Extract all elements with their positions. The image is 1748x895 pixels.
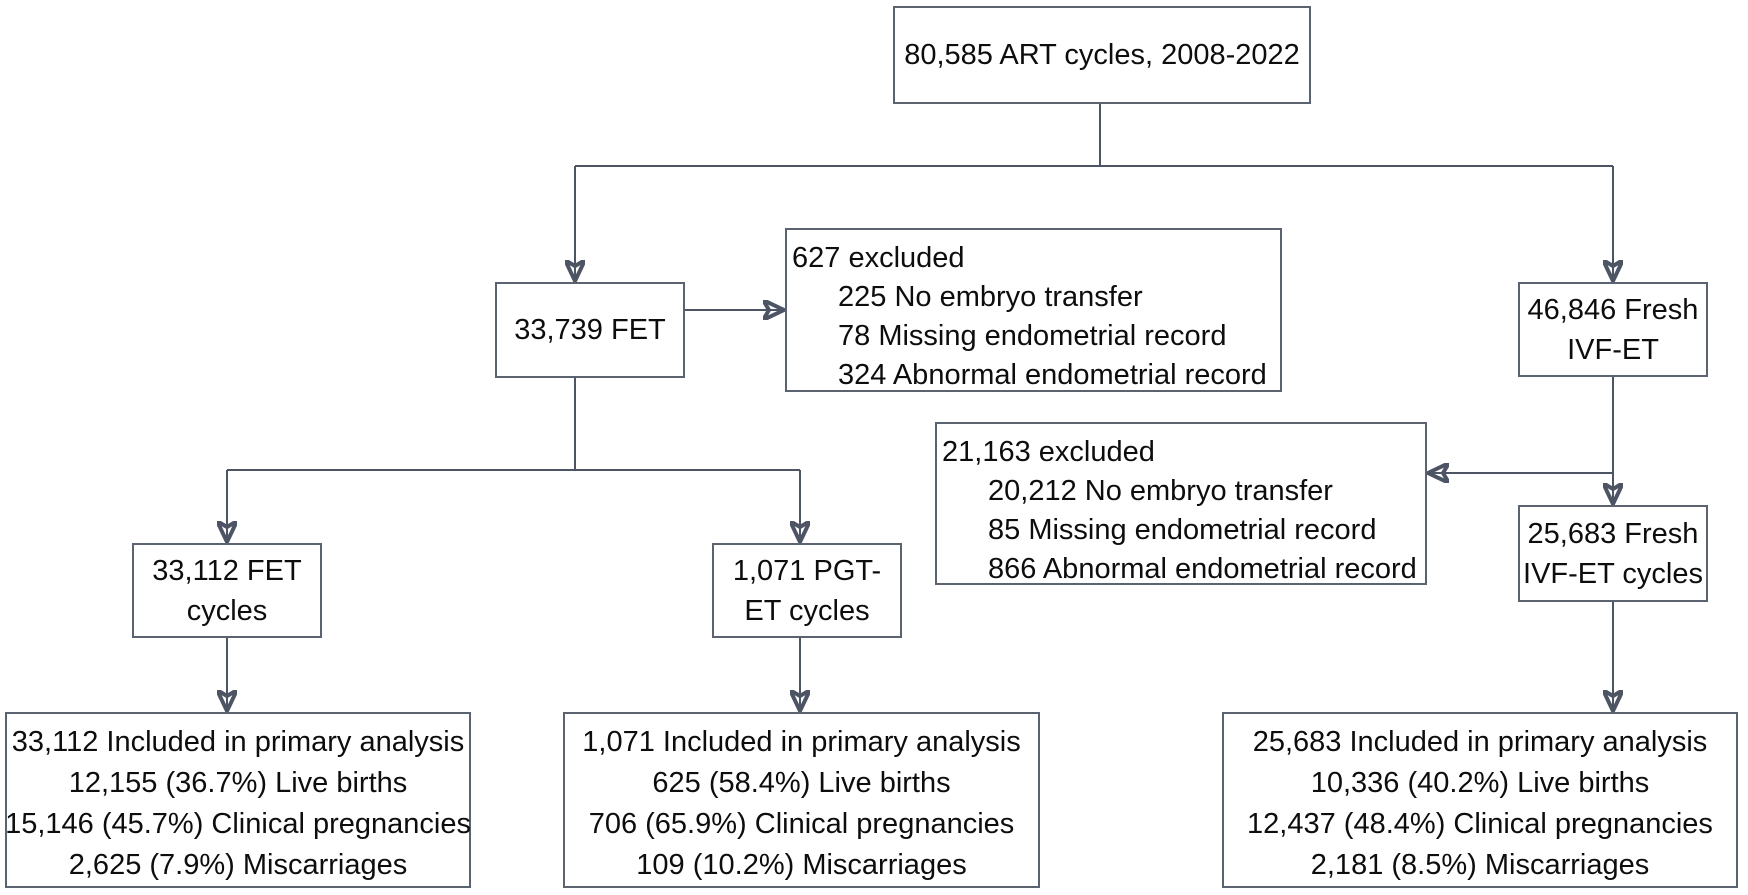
excluded-reason: 20,212 No embryo transfer (988, 475, 1333, 507)
node-label: 1,071 PGT- (732, 554, 882, 587)
node-label: 33,112 FET (152, 554, 302, 587)
excluded-total: 627 excluded (792, 242, 965, 274)
excluded-reason: 78 Missing endometrial record (838, 320, 1227, 352)
node-result-fresh: 25,683 Included in primary analysis 10,3… (1222, 712, 1738, 888)
node-art-cycles-total: 80,585 ART cycles, 2008-2022 (893, 6, 1311, 104)
result-live-births: 625 (58.4%) Live births (652, 767, 951, 799)
excluded-reason: 85 Missing endometrial record (988, 514, 1377, 546)
excluded-reason: 866 Abnormal endometrial record (988, 553, 1417, 585)
node-fresh-ivf-et-cycles: 25,683 Fresh IVF-ET cycles (1518, 505, 1708, 602)
node-label: 25,683 Fresh (1527, 517, 1699, 550)
result-included: 1,071 Included in primary analysis (582, 726, 1021, 758)
result-miscarriages: 109 (10.2%) Miscarriages (636, 849, 967, 881)
node-label: 46,846 Fresh (1527, 293, 1699, 326)
node-label: IVF-ET (1567, 333, 1659, 366)
node-label: 80,585 ART cycles, 2008-2022 (904, 39, 1300, 71)
result-live-births: 12,155 (36.7%) Live births (68, 767, 408, 799)
node-label: ET cycles (744, 594, 870, 627)
node-result-fet: 33,112 Included in primary analysis 12,1… (5, 712, 471, 888)
result-miscarriages: 2,625 (7.9%) Miscarriages (68, 849, 408, 881)
node-label: cycles (186, 594, 268, 627)
node-fresh-excluded: 21,163 excluded 20,212 No embryo transfe… (935, 422, 1427, 585)
node-label: IVF-ET cycles (1523, 557, 1703, 590)
result-included: 33,112 Included in primary analysis (11, 726, 465, 758)
node-fet: 33,739 FET (495, 282, 685, 378)
node-pgt-et-cycles: 1,071 PGT- ET cycles (712, 543, 902, 638)
result-clinical-pregnancies: 15,146 (45.7%) Clinical pregnancies (5, 808, 471, 840)
result-miscarriages: 2,181 (8.5%) Miscarriages (1310, 849, 1650, 881)
excluded-reason: 324 Abnormal endometrial record (838, 359, 1267, 391)
node-fet-excluded: 627 excluded 225 No embryo transfer 78 M… (785, 228, 1282, 392)
node-label: 33,739 FET (514, 314, 666, 346)
result-clinical-pregnancies: 12,437 (48.4%) Clinical pregnancies (1247, 808, 1713, 840)
node-fresh-ivf-et: 46,846 Fresh IVF-ET (1518, 282, 1708, 377)
excluded-reason: 225 No embryo transfer (838, 281, 1143, 313)
node-fet-cycles: 33,112 FET cycles (132, 543, 322, 638)
excluded-total: 21,163 excluded (942, 436, 1155, 468)
node-result-pgt: 1,071 Included in primary analysis 625 (… (563, 712, 1040, 888)
result-clinical-pregnancies: 706 (65.9%) Clinical pregnancies (588, 808, 1015, 840)
result-included: 25,683 Included in primary analysis (1252, 726, 1708, 758)
result-live-births: 10,336 (40.2%) Live births (1310, 767, 1650, 799)
